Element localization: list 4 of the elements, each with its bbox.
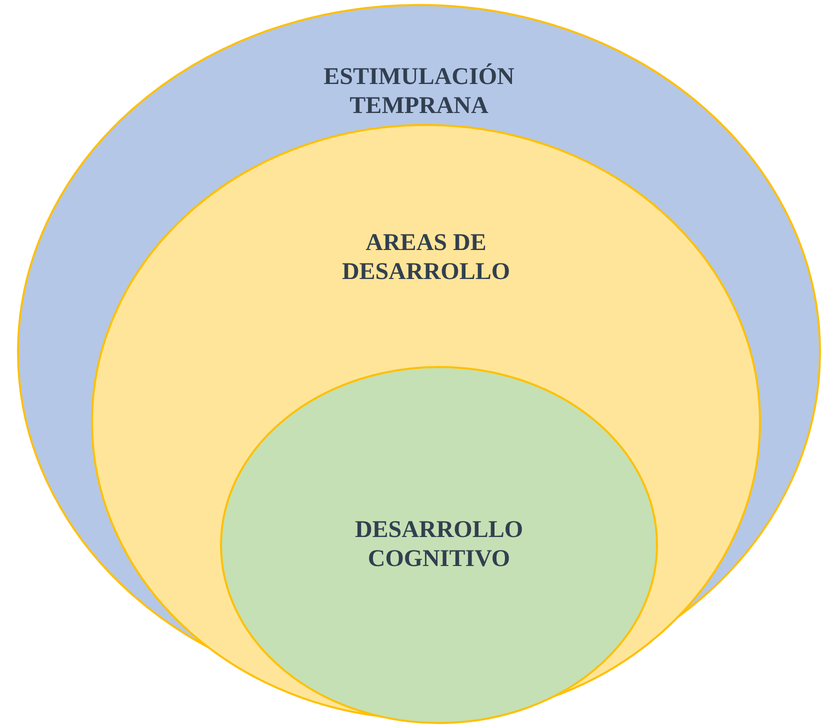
ellipse-shape — [221, 367, 657, 723]
ellipse-label: AREAS DE DESARROLLO — [340, 229, 512, 287]
ellipse-label: ESTIMULACIÓN TEMPRANA — [322, 63, 516, 121]
ellipse-label: DESARROLLO COGNITIVO — [354, 516, 524, 574]
